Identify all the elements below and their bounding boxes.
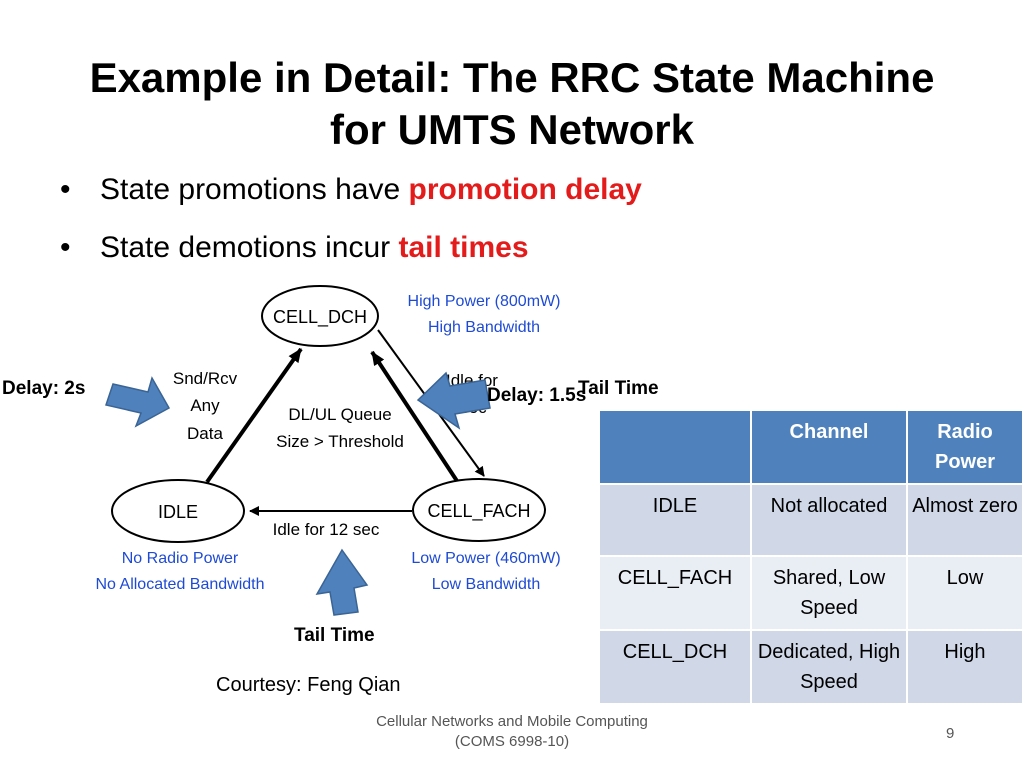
footer-course-name: Cellular Networks and Mobile Computing xyxy=(376,713,648,730)
table-row: IDLE Not allocated Almost zero xyxy=(598,483,1024,557)
tail-time-bottom-label: Tail Time xyxy=(294,625,375,646)
footer-course-code: (COMS 6998-10) xyxy=(454,733,570,750)
state-comparison-table: Channel Radio Power IDLE Not allocated A… xyxy=(598,409,1024,705)
slide-title-line-1: Example in Detail: The RRC State Machine xyxy=(89,54,935,101)
table-cell: Dedicated, High Speed xyxy=(750,629,908,705)
state-label-cell-dch: CELL_DCH xyxy=(273,307,367,328)
table-row: CELL_FACH Shared, Low Speed Low xyxy=(598,555,1024,631)
edge-label-idle-12-sec: Idle for 12 sec xyxy=(273,520,380,539)
table-header-cell: Radio Power xyxy=(906,409,1024,485)
table-cell: CELL_DCH xyxy=(598,629,752,705)
table-header-cell: Channel xyxy=(750,409,908,485)
cell-dch-bandwidth-info: High Bandwidth xyxy=(428,319,540,336)
table-cell: Shared, Low Speed xyxy=(750,555,908,631)
bullet-glyph: • xyxy=(60,231,71,264)
bullet-list: • State promotions have promotion delay … xyxy=(58,168,642,284)
page-number: 9 xyxy=(946,725,955,742)
state-label-idle: IDLE xyxy=(158,502,198,522)
bullet-item-promotion: • State promotions have promotion delay xyxy=(58,168,642,212)
edge-fach-to-dch xyxy=(370,350,459,483)
table-header-row: Channel Radio Power xyxy=(598,409,1024,485)
tail-time-right-label: Tail Time xyxy=(578,378,659,399)
cell-fach-bandwidth-info: Low Bandwidth xyxy=(432,576,541,593)
delay-1-5s-arrow xyxy=(416,371,491,430)
table-cell: Low xyxy=(906,555,1024,631)
table-cell: IDLE xyxy=(598,483,752,557)
edge-label-snd-rcv: Snd/Rcv xyxy=(173,369,238,388)
slide-title: Example in Detail: The RRC State Machine… xyxy=(0,52,1024,156)
bullet-item-demotion: • State demotions incur tail times xyxy=(58,226,642,270)
edge-label-any: Any xyxy=(190,396,220,415)
state-node-idle xyxy=(111,479,245,543)
table-cell: Not allocated xyxy=(750,483,908,557)
table-row: CELL_DCH Dedicated, High Speed High xyxy=(598,629,1024,705)
table-cell: High xyxy=(906,629,1024,705)
bullet-text: State promotions have xyxy=(100,173,409,206)
state-label-cell-fach: CELL_FACH xyxy=(427,501,530,522)
delay-2s-label: Delay: 2s xyxy=(2,378,86,399)
delay-1-5s-label: Delay: 1.5s xyxy=(487,385,587,406)
cell-dch-power-info: High Power (800mW) xyxy=(408,293,561,310)
table-cell: Almost zero xyxy=(906,483,1024,557)
edge-label-threshold: Size > Threshold xyxy=(276,432,404,451)
state-node-cell-dch xyxy=(261,285,379,347)
idle-bandwidth-info: No Allocated Bandwidth xyxy=(96,576,265,593)
delay-2s-arrow xyxy=(105,376,171,428)
bullet-highlight-tail-times: tail times xyxy=(398,231,529,264)
bullet-highlight-promotion-delay: promotion delay xyxy=(408,173,642,206)
rrc-state-machine-diagram: CELL_DCH IDLE CELL_FACH High Power (800m… xyxy=(96,285,561,616)
bullet-text: State demotions incur xyxy=(100,231,399,264)
tail-time-bottom-arrow xyxy=(315,548,369,616)
slide-title-line-2: for UMTS Network xyxy=(329,106,694,153)
slide-footer: Cellular Networks and Mobile Computing (… xyxy=(362,712,662,752)
courtesy-text: Courtesy: Feng Qian xyxy=(216,674,401,696)
cell-fach-power-info: Low Power (460mW) xyxy=(411,550,560,567)
table-header-cell xyxy=(598,409,752,485)
idle-power-info: No Radio Power xyxy=(122,550,239,567)
edge-label-queue: DL/UL Queue xyxy=(288,405,391,424)
edge-idle-to-dch xyxy=(205,347,303,484)
table-cell: CELL_FACH xyxy=(598,555,752,631)
state-node-cell-fach xyxy=(412,478,546,542)
edge-label-data: Data xyxy=(187,424,223,443)
bullet-glyph: • xyxy=(60,173,71,206)
